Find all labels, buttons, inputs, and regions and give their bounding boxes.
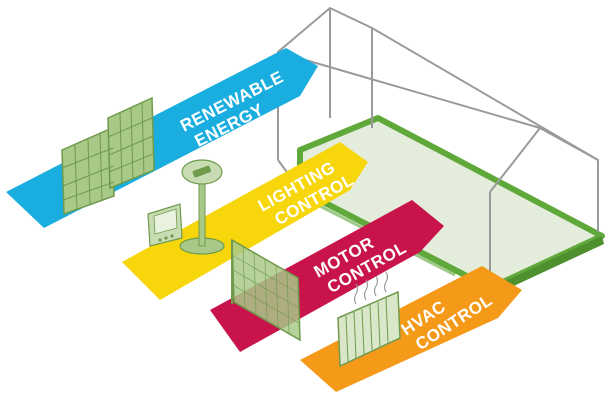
radiator-icon — [337, 271, 401, 368]
solar-panel-icon — [61, 96, 155, 216]
thermostat-icon — [147, 203, 183, 247]
street-lamp-icon — [179, 159, 225, 255]
motor-grid-icon — [231, 238, 301, 342]
hvac-control-arrow: HVAC CONTROL — [300, 266, 522, 392]
